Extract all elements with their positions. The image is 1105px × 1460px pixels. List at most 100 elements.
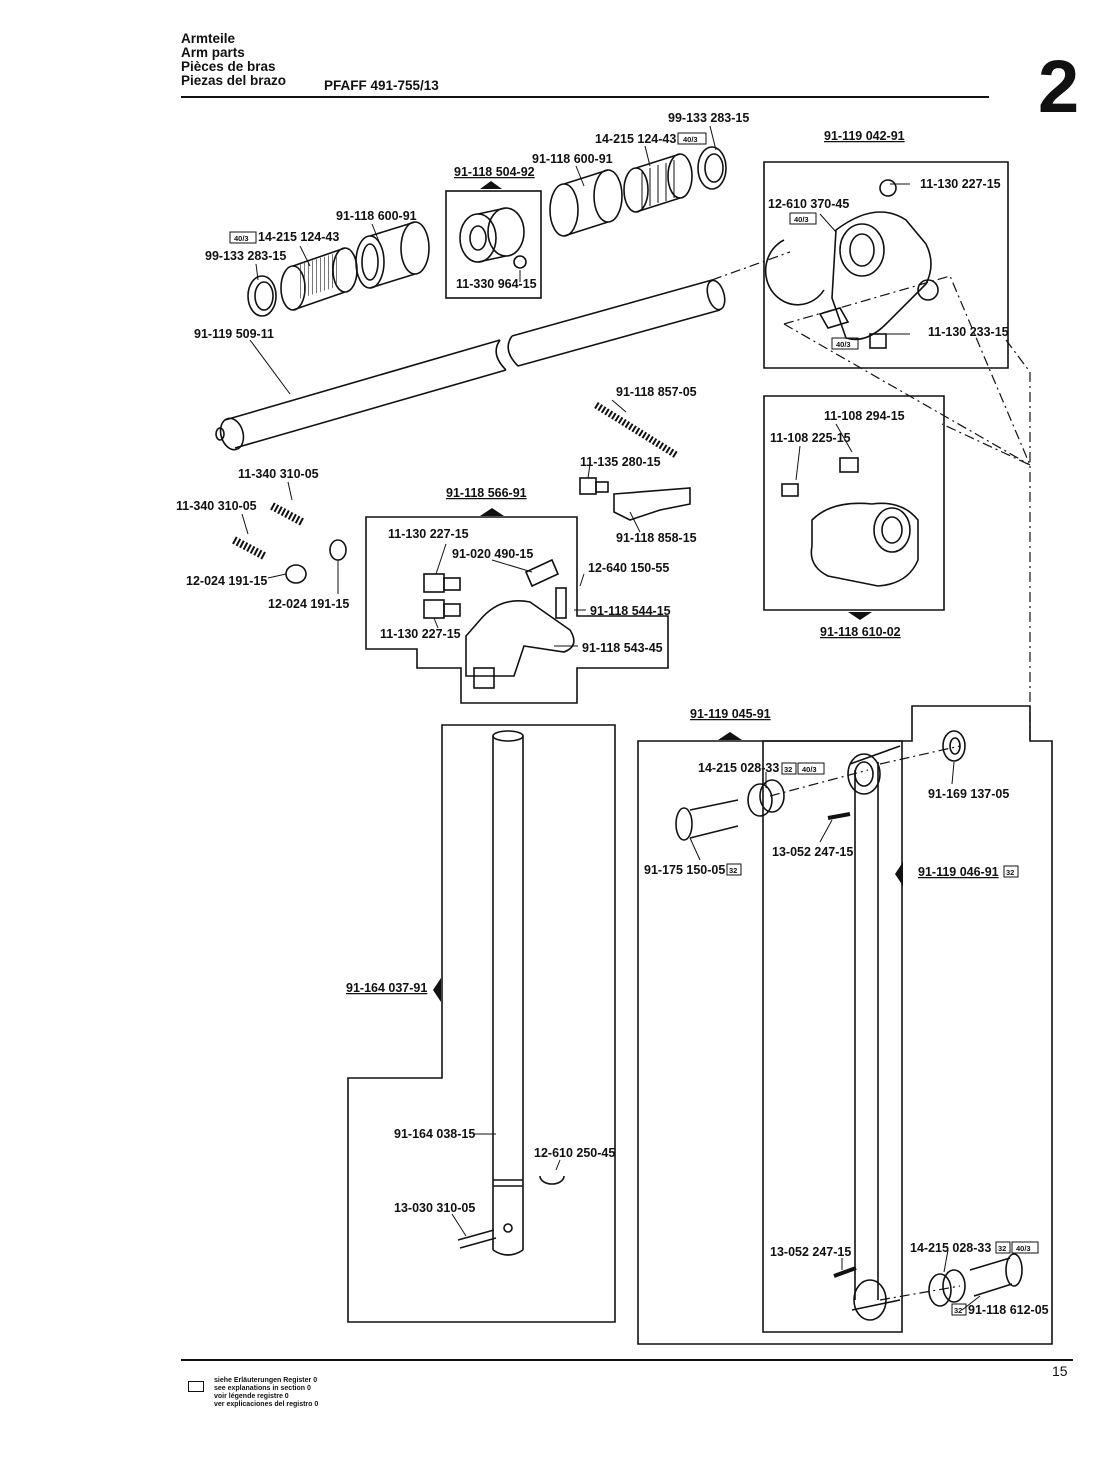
bushing-600-91-right (549, 169, 623, 237)
nut-191-15-b (329, 539, 347, 561)
tag-32-e: 32 (951, 1303, 967, 1316)
callout-91-119-046-91: 91-119 046-91 (918, 865, 999, 879)
callout-11-108-294-15: 11-108 294-15 (824, 409, 905, 423)
callout-11-135-280-15: 11-135 280-15 (580, 455, 661, 469)
lever-858-15 (613, 487, 691, 521)
title-de: Armteile (181, 31, 236, 46)
callout-14-215-028-33-lower: 14-215 028-33 (910, 1241, 991, 1255)
svg-text:40/3: 40/3 (234, 234, 249, 243)
svg-text:32: 32 (954, 1306, 962, 1315)
callout-91-119-045-91: 91-119 045-91 (690, 707, 771, 721)
tag-403-f: 40/3 (1011, 1241, 1039, 1254)
legend-box-icon (188, 1381, 204, 1392)
callout-91-119-509-11: 91-119 509-11 (194, 327, 274, 341)
svg-text:32: 32 (729, 866, 737, 875)
callout-11-130-227-15-lower: 11-130 227-15 (380, 627, 461, 641)
title-en: Arm parts (181, 45, 245, 60)
callout-91-118-504-92: 91-118 504-92 (454, 165, 535, 179)
assembly-box-504-92 (445, 190, 542, 299)
callout-13-052-247-15-lower: 13-052 247-15 (770, 1245, 851, 1259)
leader-lines (241, 125, 981, 1311)
bearing-124-43-left (280, 247, 358, 311)
collar-504-92 (459, 207, 527, 269)
clamp-610-02 (781, 457, 919, 587)
svg-text:40/3: 40/3 (836, 340, 851, 349)
nut-191-15-a (285, 564, 307, 584)
callout-12-024-191-15-a: 12-024 191-15 (186, 574, 267, 588)
retaining-ring-250-45 (539, 1175, 565, 1185)
callout-12-610-370-45: 12-610 370-45 (768, 197, 849, 211)
legend-es: ver explicaciones del registro 0 (214, 1401, 319, 1408)
callout-13-030-310-05: 13-030 310-05 (394, 1201, 475, 1215)
crank-042-91 (764, 179, 939, 349)
callout-91-118-566-91: 91-118 566-91 (446, 486, 527, 500)
callout-12-640-150-55: 12-640 150-55 (588, 561, 669, 575)
callout-99-133-283-15-right: 99-133 283-15 (668, 111, 749, 125)
pin-150-05 (675, 799, 739, 841)
tag-32-a: 32 (781, 762, 797, 775)
assembly-box-046-91 (762, 740, 903, 1333)
spring-857-05 (594, 402, 678, 458)
screw-280-15 (579, 477, 609, 495)
callout-91-118-610-02: 91-118 610-02 (820, 625, 901, 639)
callout-91-175-150-05: 91-175 150-05 (644, 863, 725, 877)
assembly-box-566-91 (365, 516, 669, 704)
callout-14-215-124-43-right: 14-215 124-43 (595, 132, 676, 146)
assembly-connector-lines (711, 251, 1032, 1301)
arm-shaft-509-11 (215, 279, 726, 451)
callout-91-020-490-15: 91-020 490-15 (452, 547, 533, 561)
legend-fr: voir légende registre 0 (214, 1393, 289, 1400)
bracket-566-91 (423, 558, 575, 689)
bushing-600-91-left (355, 221, 430, 289)
callout-91-118-600-91-left: 91-118 600-91 (336, 209, 417, 223)
model-number: PFAFF 491-755/13 (324, 78, 439, 93)
callout-11-130-227-15-top: 11-130 227-15 (920, 177, 1001, 191)
callout-91-118-612-05: 91-118 612-05 (968, 1303, 1049, 1317)
bearing-028-33-lower (928, 1269, 966, 1307)
bearing-124-43-right (623, 153, 693, 213)
set-screw-310-05-a (270, 502, 304, 526)
callout-14-215-028-33-upper: 14-215 028-33 (698, 761, 779, 775)
ring-283-15-left (247, 275, 277, 317)
tag-403-e: 40/3 (797, 762, 825, 775)
header-titles: Armteile Arm parts Pièces de bras Piezas… (181, 32, 286, 88)
legend-en: see explanations in section 0 (214, 1385, 311, 1392)
callout-11-130-227-15-upper: 11-130 227-15 (388, 527, 469, 541)
callout-91-118-857-05: 91-118 857-05 (616, 385, 697, 399)
assembly-box-045-91 (637, 705, 1053, 1345)
callout-11-330-964-15: 11-330 964-15 (456, 277, 537, 291)
tag-403-a: 40/3 (677, 132, 707, 145)
svg-text:32: 32 (784, 765, 792, 774)
callout-12-024-191-15-b: 12-024 191-15 (268, 597, 349, 611)
callout-11-130-233-15: 11-130 233-15 (928, 325, 1009, 339)
title-es: Piezas del brazo (181, 73, 287, 88)
callout-91-118-544-15: 91-118 544-15 (590, 604, 671, 618)
link-046-91 (847, 745, 901, 1321)
pin-247-15-lower (833, 1266, 857, 1278)
tag-403-c: 40/3 (789, 212, 817, 225)
callout-99-133-283-15-left: 99-133 283-15 (205, 249, 286, 263)
assembly-box-042-91 (763, 161, 1009, 369)
footer-rule (181, 1359, 1073, 1361)
svg-text:32: 32 (1006, 868, 1014, 877)
callout-13-052-247-15-upper: 13-052 247-15 (772, 845, 853, 859)
callout-91-118-543-45: 91-118 543-45 (582, 641, 663, 655)
assembly-box-037-91 (347, 724, 616, 1323)
callout-11-340-310-05-b: 11-340 310-05 (176, 499, 257, 513)
assembly-box-610-02 (763, 395, 945, 611)
callout-11-108-225-15: 11-108 225-15 (770, 431, 851, 445)
svg-text:40/3: 40/3 (802, 765, 817, 774)
washer-137-05 (942, 730, 966, 762)
svg-text:40/3: 40/3 (683, 135, 698, 144)
tag-32-b: 32 (726, 863, 742, 876)
callout-91-164-038-15: 91-164 038-15 (394, 1127, 475, 1141)
callout-11-340-310-05-a: 11-340 310-05 (238, 467, 319, 481)
footer-legend: siehe Erläuterungen Register 0 see expla… (214, 1377, 318, 1409)
callout-91-164-037-91: 91-164 037-91 (346, 981, 427, 995)
legend-de: siehe Erläuterungen Register 0 (214, 1377, 318, 1384)
tag-32-d: 32 (995, 1241, 1011, 1254)
tag-32-c: 32 (1003, 865, 1019, 878)
header-rule (181, 96, 989, 98)
svg-text:40/3: 40/3 (794, 215, 809, 224)
